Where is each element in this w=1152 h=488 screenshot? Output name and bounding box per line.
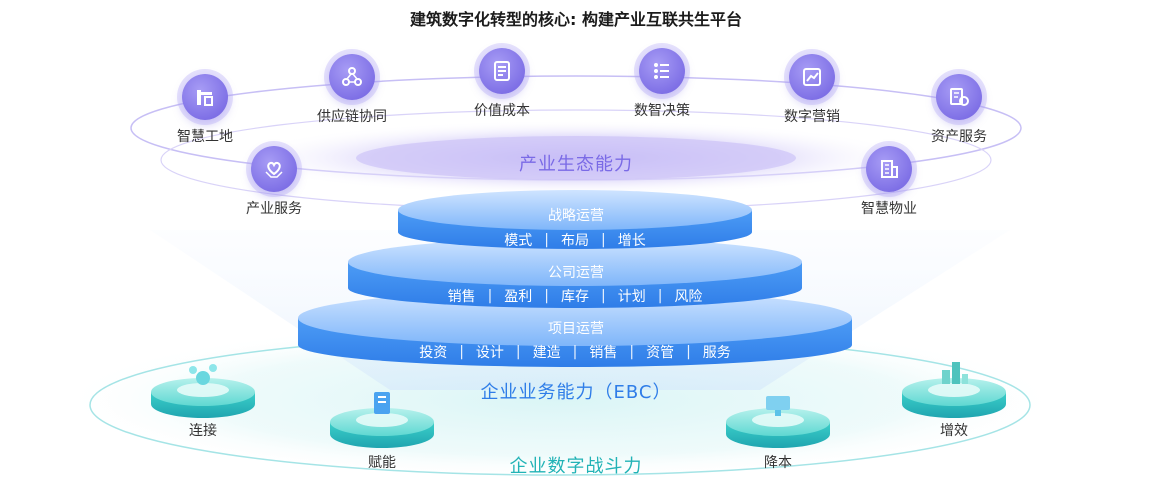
tier-item: 投资 [419, 345, 448, 361]
tier-item: 布局 [561, 233, 589, 249]
pod-label: 赋能 [368, 455, 396, 471]
pod-base-reduce [726, 396, 830, 448]
pod-empower: 赋能 [322, 452, 442, 472]
pod-base-connect [151, 364, 255, 418]
pod-label: 降本 [764, 455, 792, 471]
pod-reduce-cost: 降本 [718, 452, 838, 472]
node-label: 数字营销 [784, 109, 840, 125]
pod-connect: 连接 [143, 420, 263, 440]
network-nodes-icon [329, 54, 375, 100]
trend-chart-icon [789, 54, 835, 100]
building-icon [866, 146, 912, 192]
tier-title-project: 项目运营 [548, 321, 604, 337]
city-blocks-icon [942, 370, 950, 384]
ebc-label: 企业业务能力（EBC） [480, 382, 672, 403]
node-label: 智慧工地 [177, 129, 233, 145]
node-smart-property: 智慧物业 [829, 146, 949, 218]
tier-items-company: 销售| 盈利| 库存| 计划| 风险 [447, 288, 703, 305]
tier-title-strategy: 战略运营 [548, 208, 604, 224]
heart-hands-icon [251, 146, 297, 192]
tier-strategy [398, 190, 752, 249]
node-smart-site: 智慧工地 [145, 74, 265, 146]
pod-base-empower [330, 392, 434, 448]
pod-efficiency: 增效 [894, 420, 1014, 440]
node-industry-service: 产业服务 [214, 146, 334, 218]
tier-company [348, 238, 802, 308]
page-title: 建筑数字化转型的核心: 构建产业互联共生平台 [410, 10, 742, 29]
node-digital-marketing: 数字营销 [752, 54, 872, 126]
tier-items-strategy: 模式| 布局| 增长 [504, 232, 646, 249]
node-label: 智慧物业 [861, 201, 917, 217]
tier-item: 销售 [589, 345, 618, 361]
node-label: 数智决策 [634, 103, 690, 119]
pod-label: 连接 [189, 423, 217, 439]
tier-items-project: 投资| 设计| 建造| 销售| 资管| 服务 [419, 344, 731, 361]
node-label: 资产服务 [931, 129, 987, 145]
tier-title-company: 公司运营 [548, 265, 604, 281]
node-asset-service: 资产服务 [899, 74, 1019, 146]
node-value-cost: 价值成本 [442, 48, 562, 120]
pod-base-efficiency [902, 362, 1006, 418]
desk-icon [766, 396, 790, 410]
node-label: 价值成本 [474, 103, 530, 119]
node-smart-decision: 数智决策 [602, 48, 722, 120]
tier-item: 模式 [504, 233, 533, 249]
node-label: 产业服务 [246, 201, 302, 217]
tier-item: 资管 [646, 345, 675, 361]
combat-label: 企业数字战斗力 [509, 456, 643, 477]
tier-item: 盈利 [504, 289, 533, 305]
asset-settings-icon [936, 74, 982, 120]
molecule-icon [196, 371, 210, 385]
tier-item: 建造 [532, 345, 561, 361]
tier-item: 设计 [475, 345, 504, 361]
tier-item: 计划 [617, 289, 646, 305]
node-label: 供应链协同 [317, 109, 387, 125]
construction-crane-icon [182, 74, 228, 120]
ecosystem-glow-core [356, 136, 796, 180]
tier-item: 销售 [447, 289, 476, 305]
document-list-icon [479, 48, 525, 94]
ecosystem-label: 产业生态能力 [519, 154, 633, 175]
tier-item: 风险 [674, 289, 703, 305]
node-supply-chain: 供应链协同 [292, 54, 412, 126]
pod-label: 增效 [940, 423, 968, 439]
tier-item: 服务 [702, 345, 731, 361]
tier-project [298, 290, 852, 367]
tier-item: 增长 [617, 233, 646, 249]
tier-item: 库存 [561, 289, 589, 305]
list-options-icon [639, 48, 685, 94]
